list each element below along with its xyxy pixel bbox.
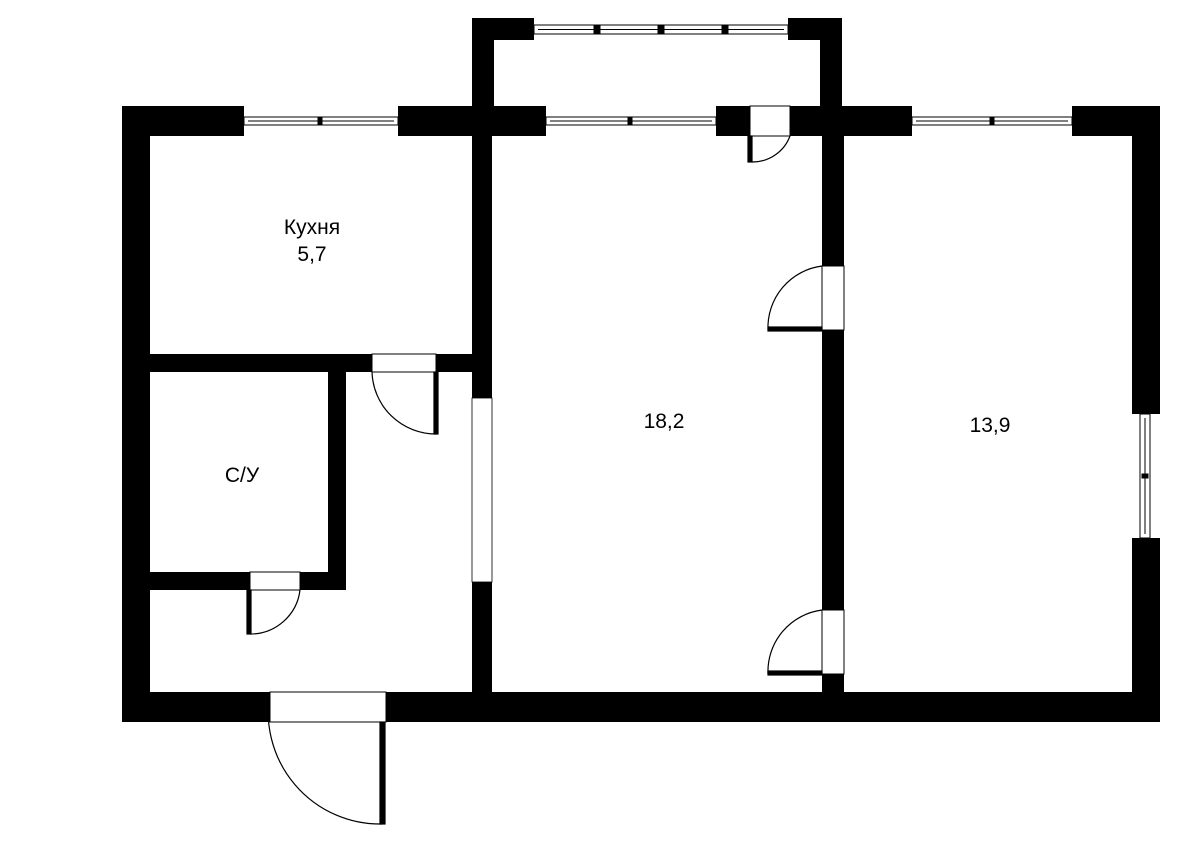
wall-right-upper — [1132, 106, 1160, 414]
door-entrance — [267, 691, 387, 825]
door-balcony — [747, 105, 791, 163]
wall-kitchen-bottom-right — [436, 354, 492, 372]
door-living-bedroom-upper — [767, 265, 845, 332]
window-living — [545, 116, 717, 126]
window-bedroom-top — [911, 116, 1073, 126]
room-area-living: 18,2 — [643, 410, 685, 433]
wall-bottom-right — [386, 692, 1160, 722]
wall-kitchen-living — [472, 120, 492, 398]
wall-kitchen-bottom-left — [150, 354, 372, 372]
door-living-bedroom-lower — [767, 609, 845, 676]
wall-top-1 — [122, 106, 244, 136]
wall-hall-living — [472, 582, 492, 694]
wall-living-bedroom-mid — [822, 330, 844, 610]
room-area-bedroom: 13,9 — [969, 414, 1011, 437]
walls — [122, 18, 1160, 722]
wall-left — [122, 106, 150, 722]
window-kitchen — [243, 116, 399, 126]
wall-living-bedroom-top — [822, 120, 844, 266]
room-label-kitchen: Кухня 5,7 — [284, 214, 340, 268]
room-label-bedroom: 13,9 — [970, 412, 1011, 439]
wall-top-3 — [716, 106, 750, 136]
opening-hall-living — [471, 397, 493, 583]
room-label-bathroom: С/У — [225, 462, 259, 489]
wall-bottom-left — [122, 692, 270, 722]
wall-living-bedroom-bottom — [822, 674, 844, 694]
doors — [246, 105, 845, 825]
windows — [243, 24, 1151, 539]
wall-right-lower — [1132, 538, 1160, 722]
wall-bathroom-bottom-left — [150, 572, 250, 590]
window-bedroom-side — [1139, 413, 1151, 539]
balcony-wall-top-left — [472, 18, 534, 40]
wall-bathroom-right — [328, 372, 346, 590]
room-name-kitchen: Кухня — [283, 216, 341, 239]
balcony-wall-top-right — [788, 18, 842, 40]
room-area-kitchen: 5,7 — [297, 243, 327, 266]
door-kitchen — [371, 353, 439, 435]
door-bathroom — [246, 571, 301, 635]
window-balcony — [533, 24, 789, 35]
room-name-bathroom: С/У — [224, 464, 260, 487]
wall-bathroom-bottom-right — [300, 572, 346, 590]
balcony-wall-left — [472, 18, 494, 110]
room-label-living: 18,2 — [644, 408, 685, 435]
wall-top-4 — [790, 106, 912, 136]
balcony-wall-right — [820, 18, 842, 110]
